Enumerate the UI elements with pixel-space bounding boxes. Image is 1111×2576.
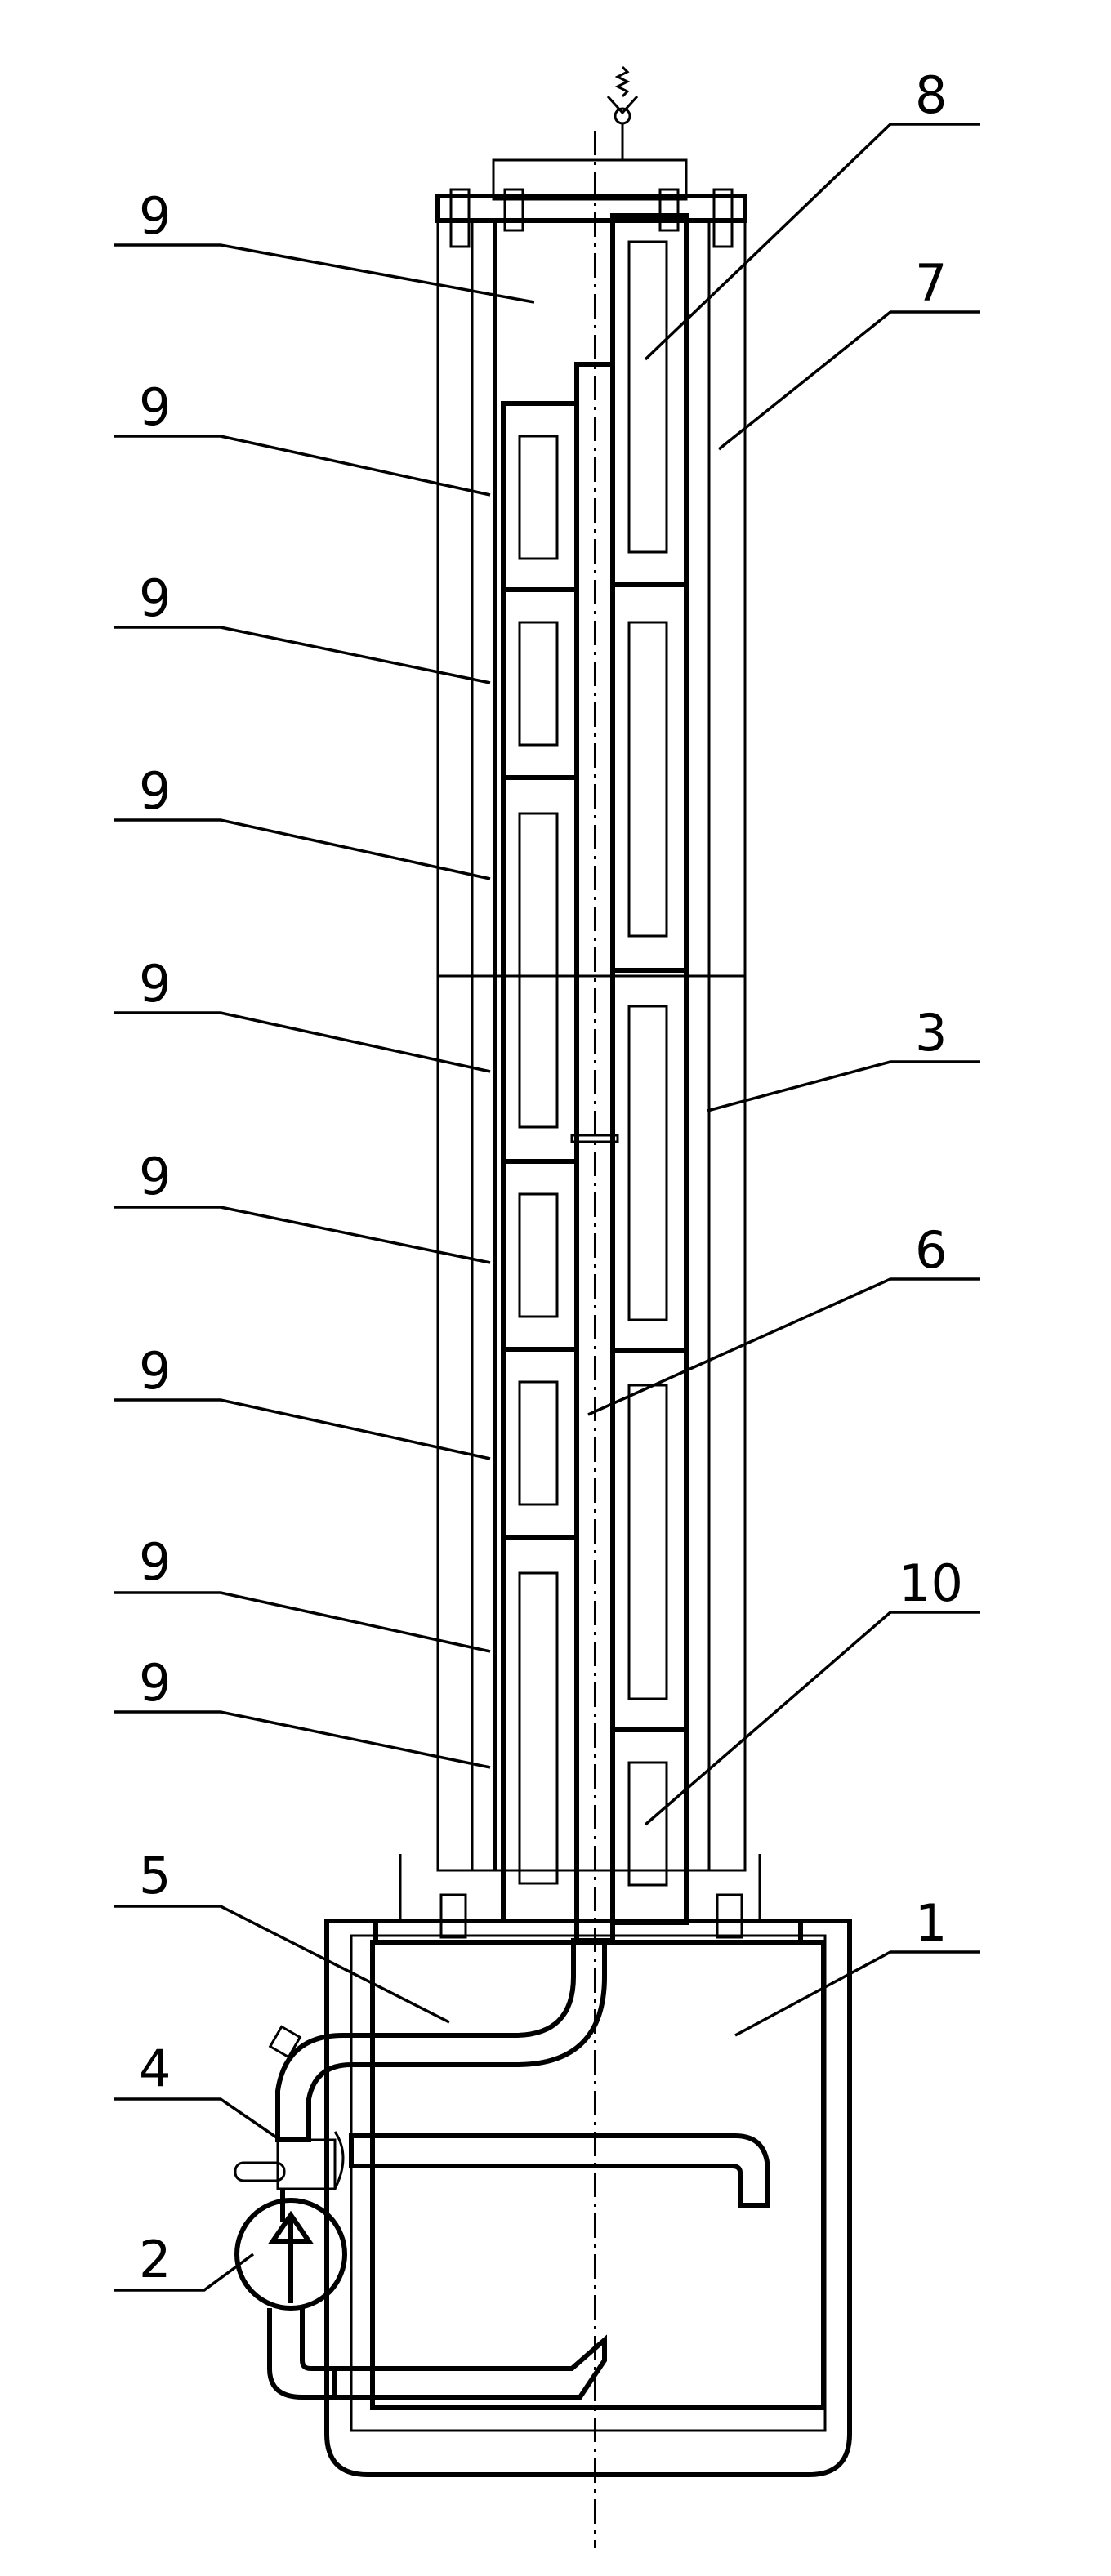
label-element-4: 9 <box>139 761 171 821</box>
return-pipe <box>332 2133 770 2400</box>
label-element-6: 9 <box>139 1147 171 1206</box>
valve-icon <box>234 2025 345 2190</box>
label-element-5: 9 <box>139 954 171 1014</box>
label-element-7: 9 <box>139 1341 171 1401</box>
central-pipe <box>570 131 619 2548</box>
label-outer-insulation: 7 <box>915 253 947 313</box>
outer-insulation-column <box>436 194 747 1872</box>
number-labels: 9 9 9 9 9 9 9 9 9 5 4 2 8 7 3 6 10 1 <box>139 65 963 2289</box>
tank <box>324 1919 852 2477</box>
label-valve: 4 <box>139 2039 171 2098</box>
label-plenum: 1 <box>915 1893 947 1953</box>
pump-icon <box>234 2189 347 2400</box>
label-pump: 2 <box>139 2230 171 2289</box>
heating-elements-left <box>501 401 579 1923</box>
top-flange <box>435 158 747 248</box>
label-element-2: 9 <box>139 377 171 437</box>
lower-flange <box>373 1854 803 1945</box>
label-element-3: 9 <box>139 568 171 628</box>
leader-lines <box>114 123 980 2292</box>
vent-icon <box>606 65 639 160</box>
label-element-8: 9 <box>139 1532 171 1592</box>
heating-elements-right <box>610 213 689 1925</box>
label-elbow-pipe: 5 <box>139 1846 171 1905</box>
label-inner-pipe: 6 <box>915 1220 947 1280</box>
label-element-top: 8 <box>915 65 947 125</box>
label-element-1: 9 <box>139 186 171 246</box>
label-tube-wall: 3 <box>915 1003 947 1063</box>
label-element-bottom: 10 <box>899 1553 963 1613</box>
label-element-9: 9 <box>139 1653 171 1713</box>
